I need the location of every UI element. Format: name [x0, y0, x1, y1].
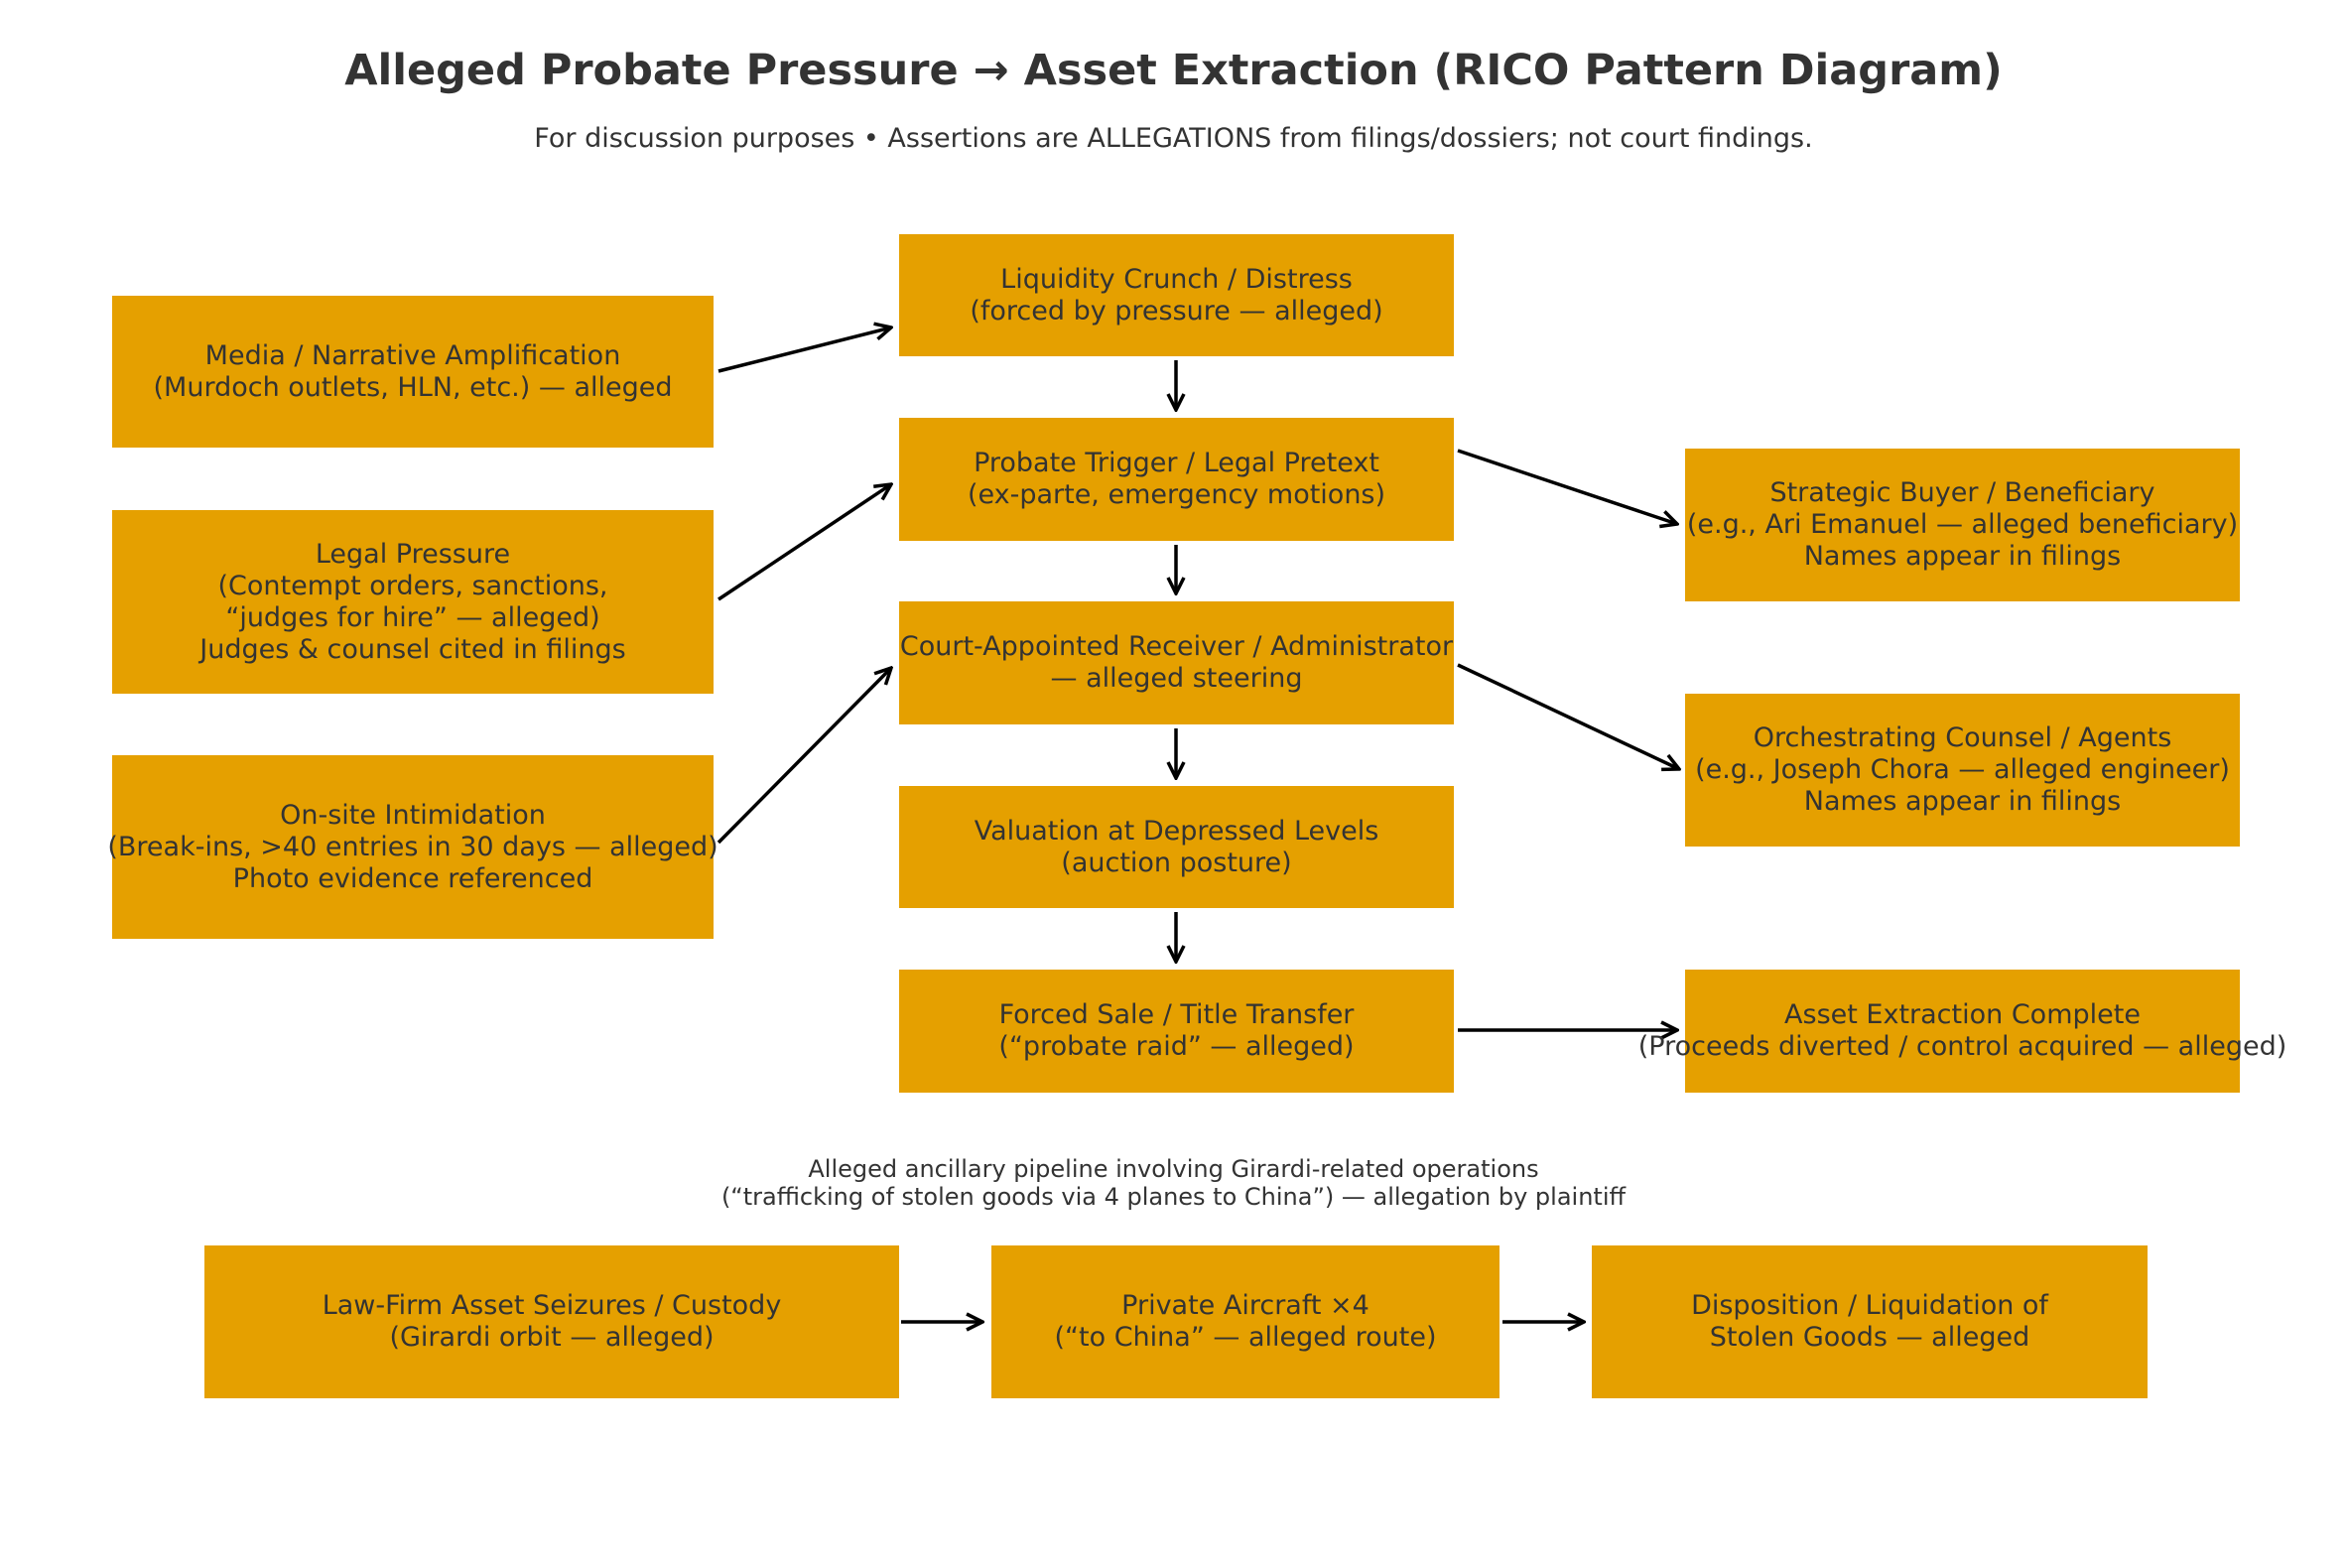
arrow-media-to-liquidity [717, 327, 891, 373]
box-label: Private Aircraft ×4 (“to China” — allege… [1054, 1290, 1437, 1353]
arrow-intimidation-to-receiver [717, 668, 891, 845]
box-label: Probate Trigger / Legal Pretext (ex-part… [967, 448, 1386, 510]
box-disposition-liquidation: Disposition / Liquidation of Stolen Good… [1592, 1245, 2148, 1398]
arrow-probate-to-buyer [1457, 449, 1677, 524]
box-law-firm-asset-seizures: Law-Firm Asset Seizures / Custody (Girar… [204, 1245, 899, 1398]
box-label: Court-Appointed Receiver / Administrator… [899, 631, 1454, 694]
box-label: Law-Firm Asset Seizures / Custody (Girar… [322, 1290, 782, 1353]
box-label: Legal Pressure (Contempt orders, sanctio… [199, 538, 626, 665]
box-legal-pressure: Legal Pressure (Contempt orders, sanctio… [112, 510, 714, 694]
box-media-narrative-amplification: Media / Narrative Amplification (Murdoch… [112, 296, 714, 448]
box-label: Valuation at Depressed Levels (auction p… [974, 815, 1379, 878]
box-label: Strategic Buyer / Beneficiary (e.g., Ari… [1686, 477, 2239, 572]
box-label: Disposition / Liquidation of Stolen Good… [1691, 1290, 2048, 1353]
box-private-aircraft: Private Aircraft ×4 (“to China” — allege… [991, 1245, 1499, 1398]
arrow-legal-to-probate [717, 484, 891, 601]
box-label: Orchestrating Counsel / Agents (e.g., Jo… [1695, 722, 2230, 817]
box-label: Forced Sale / Title Transfer (“probate r… [998, 999, 1355, 1062]
box-asset-extraction-complete: Asset Extraction Complete (Proceeds dive… [1638, 970, 2286, 1093]
diagram-title: Alleged Probate Pressure → Asset Extract… [344, 46, 2003, 95]
box-valuation-depressed: Valuation at Depressed Levels (auction p… [899, 786, 1454, 908]
box-label: On-site Intimidation (Break-ins, >40 ent… [107, 799, 718, 894]
box-label: Media / Narrative Amplification (Murdoch… [153, 339, 673, 403]
box-forced-sale: Forced Sale / Title Transfer (“probate r… [899, 970, 1454, 1093]
box-strategic-buyer: Strategic Buyer / Beneficiary (e.g., Ari… [1685, 449, 2240, 601]
box-label: Liquidity Crunch / Distress (forced by p… [970, 263, 1383, 327]
box-orchestrating-counsel: Orchestrating Counsel / Agents (e.g., Jo… [1685, 694, 2240, 847]
ancillary-pipeline-caption: Alleged ancillary pipeline involving Gir… [720, 1155, 1627, 1211]
arrow-receiver-to-counsel [1457, 663, 1679, 769]
box-probate-trigger: Probate Trigger / Legal Pretext (ex-part… [899, 418, 1454, 541]
diagram-subtitle: For discussion purposes • Assertions are… [534, 123, 1813, 154]
box-liquidity-crunch: Liquidity Crunch / Distress (forced by p… [899, 234, 1454, 356]
box-on-site-intimidation: On-site Intimidation (Break-ins, >40 ent… [107, 755, 718, 939]
box-label: Asset Extraction Complete (Proceeds dive… [1637, 999, 2287, 1062]
box-court-appointed-receiver: Court-Appointed Receiver / Administrator… [899, 601, 1454, 724]
